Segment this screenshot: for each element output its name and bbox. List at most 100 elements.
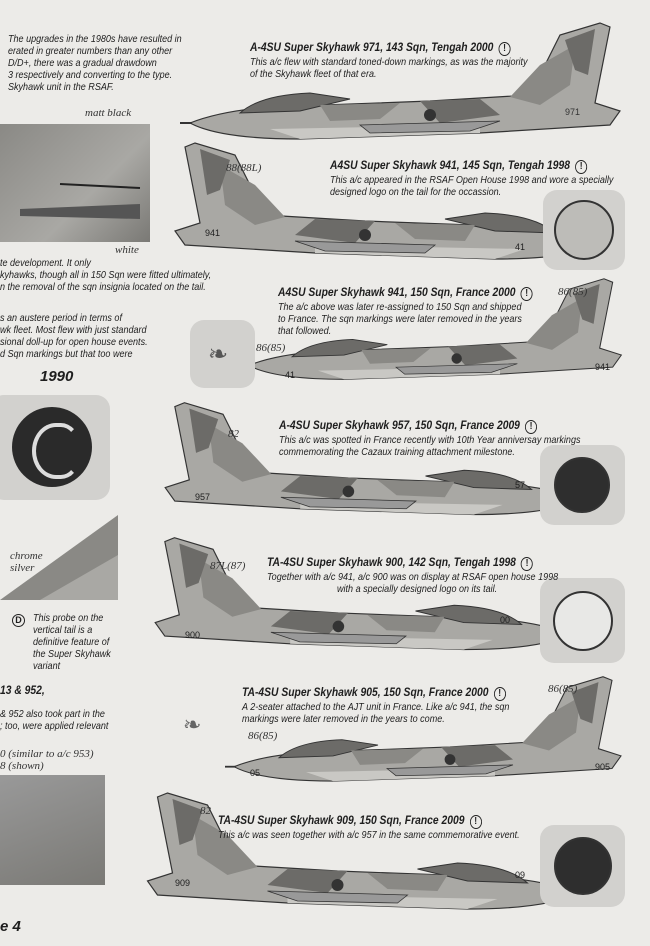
- warning-icon: !: [520, 287, 533, 301]
- caption-line: designed logo on the tail for the occass…: [330, 186, 502, 198]
- text-line: d Sqn markings but that too were: [0, 348, 133, 360]
- caption-line: that followed.: [278, 325, 332, 337]
- tail-logo-box: [540, 578, 625, 663]
- caption-title: A4SU Super Skyhawk 941, 145 Sqn, Tengah …: [330, 158, 613, 174]
- callout-label: 86(85): [256, 342, 286, 354]
- caption-line: This a/c was seen together with a/c 957 …: [218, 829, 520, 841]
- text-line: definitive feature of: [33, 636, 110, 648]
- caption-line: The a/c above was later re-assigned to 1…: [278, 301, 522, 313]
- anniversary-logo-box: [540, 825, 625, 907]
- page-label: e 4: [0, 918, 21, 935]
- callout-label: 86(85): [248, 730, 278, 742]
- serial-label: 00: [500, 615, 511, 625]
- intro-line: The upgrades in the 1980s have resulted …: [8, 33, 182, 45]
- text-line: s an austere period in terms of: [0, 312, 122, 324]
- lower-left-title: 13 & 952,: [0, 683, 45, 697]
- text-line: te development. It only: [0, 257, 91, 269]
- probe-marker-icon: D: [12, 614, 25, 627]
- caption-title: A4SU Super Skyhawk 941, 150 Sqn, France …: [278, 285, 533, 301]
- lion-head-icon: [12, 407, 92, 487]
- lower-left-notes: 0 (similar to a/c 953) 8 (shown): [0, 748, 94, 772]
- cockpit-detail-image: [0, 775, 105, 885]
- text-line: kyhawks, though all in 150 Sqn were fitt…: [0, 269, 212, 281]
- lion-insignia-box: [0, 395, 110, 500]
- text-line: n the removal of the sqn insignia locate…: [0, 281, 206, 293]
- label-matt-black: matt black: [85, 107, 132, 119]
- anniversary-logo-icon: [554, 457, 610, 513]
- title-text: A-4SU Super Skyhawk 957, 150 Sqn, France…: [279, 418, 520, 432]
- tail-detail-image: [0, 124, 150, 242]
- intro-line: 3 respectively and converting to the typ…: [8, 69, 173, 81]
- caption-909: TA-4SU Super Skyhawk 909, 150 Sqn, Franc…: [218, 813, 569, 841]
- intro-text: The upgrades in the 1980s have resulted …: [8, 33, 182, 93]
- bird-icon: ❧: [208, 341, 229, 368]
- caption-900: TA-4SU Super Skyhawk 900, 142 Sqn, Tenga…: [267, 555, 606, 595]
- callout-label: 82: [200, 805, 211, 817]
- caption-line: Together with a/c 941, a/c 900 was on di…: [267, 571, 559, 583]
- warning-icon: !: [469, 815, 482, 829]
- text-line: 0 (similar to a/c 953): [0, 748, 94, 760]
- caption-971: A-4SU Super Skyhawk 971, 143 Sqn, Tengah…: [250, 40, 573, 80]
- label-white: white: [115, 244, 139, 256]
- year-label: 1990: [40, 368, 74, 385]
- title-text: TA-4SU Super Skyhawk 900, 142 Sqn, Tenga…: [267, 555, 516, 569]
- caption-905: TA-4SU Super Skyhawk 905, 150 Sqn, Franc…: [242, 685, 553, 725]
- period-text: s an austere period in terms of wk fleet…: [0, 312, 148, 360]
- title-text: A4SU Super Skyhawk 941, 145 Sqn, Tengah …: [330, 158, 570, 172]
- serial-label: 905: [595, 762, 611, 772]
- serial-label: 41: [515, 242, 526, 252]
- mid-left-text: te development. It only kyhawks, though …: [0, 257, 211, 293]
- serial-label: 09: [515, 870, 526, 880]
- bird-insignia-box: ❧: [190, 320, 255, 388]
- bird-insignia-box: ❧: [168, 700, 228, 755]
- bird-icon: ❧: [183, 712, 202, 737]
- text-line: the Super Skyhawk: [33, 648, 111, 660]
- caption-line: This a/c flew with standard toned-down m…: [250, 56, 528, 68]
- caption-line: with a specially designed logo on its ta…: [337, 583, 498, 595]
- label-line: chrome: [10, 550, 43, 562]
- serial-label: 941: [595, 362, 611, 372]
- caption-line: This a/c was spotted in France recently …: [279, 434, 581, 446]
- callout-label: 87L(87): [210, 560, 246, 572]
- caption-line: This a/c appeared in the RSAF Open House…: [330, 174, 614, 186]
- warning-icon: !: [575, 160, 588, 174]
- text-line: & 952 also took part in the: [0, 708, 105, 720]
- caption-line: markings were later removed in the years…: [242, 713, 445, 725]
- caption-line: of the Skyhawk fleet of that era.: [250, 68, 377, 80]
- lower-left-text: & 952 also took part in the ; too, were …: [0, 708, 108, 732]
- caption-title: A-4SU Super Skyhawk 971, 143 Sqn, Tengah…: [250, 40, 528, 56]
- open-house-logo-icon: [554, 200, 614, 260]
- intro-line: D/D+, there was a gradual drawdown: [8, 57, 157, 69]
- title-text: TA-4SU Super Skyhawk 905, 150 Sqn, Franc…: [242, 685, 489, 699]
- serial: 971: [565, 107, 580, 117]
- callout-label: 82: [228, 428, 239, 440]
- caption-957: A-4SU Super Skyhawk 957, 150 Sqn, France…: [279, 418, 630, 458]
- caption-title: TA-4SU Super Skyhawk 905, 150 Sqn, Franc…: [242, 685, 509, 701]
- anniversary-logo-box: [540, 445, 625, 525]
- serial-label: 909: [175, 878, 191, 888]
- aircraft-900-profile: [140, 530, 585, 665]
- serial-label: 941: [205, 228, 221, 238]
- label-chrome-silver: chrome silver: [10, 550, 43, 574]
- label-line: silver: [10, 562, 35, 574]
- text-line: ; too, were applied relevant: [0, 720, 109, 732]
- caption-941-150sqn: A4SU Super Skyhawk 941, 150 Sqn, France …: [278, 285, 574, 337]
- caption-941-145sqn: A4SU Super Skyhawk 941, 145 Sqn, Tengah …: [330, 158, 650, 198]
- text-line: This probe on the: [33, 612, 104, 624]
- text-line: sional doll-up for open house events.: [0, 336, 148, 348]
- title-text: A-4SU Super Skyhawk 971, 143 Sqn, Tengah…: [250, 40, 494, 54]
- caption-line: to France. The sqn markings were later r…: [278, 313, 522, 325]
- caption-line: commemorating the Cazaux training attach…: [279, 446, 515, 458]
- callout-label: 86(85): [548, 683, 578, 695]
- intro-line: Skyhawk unit in the RSAF.: [8, 81, 114, 93]
- intro-line: erated in greater numbers than any other: [8, 45, 173, 57]
- caption-title: TA-4SU Super Skyhawk 909, 150 Sqn, Franc…: [218, 813, 520, 829]
- aircraft-971-profile: 971: [180, 15, 630, 155]
- probe-note: This probe on the vertical tail is a def…: [33, 612, 111, 672]
- probe-detail-image: [0, 515, 118, 600]
- aircraft-957-profile: [150, 395, 595, 530]
- serial-label: 900: [185, 630, 201, 640]
- anniversary-logo-icon: [554, 837, 612, 895]
- text-line: wk fleet. Most flew with just standard: [0, 324, 147, 336]
- caption-title: A-4SU Super Skyhawk 957, 150 Sqn, France…: [279, 418, 580, 434]
